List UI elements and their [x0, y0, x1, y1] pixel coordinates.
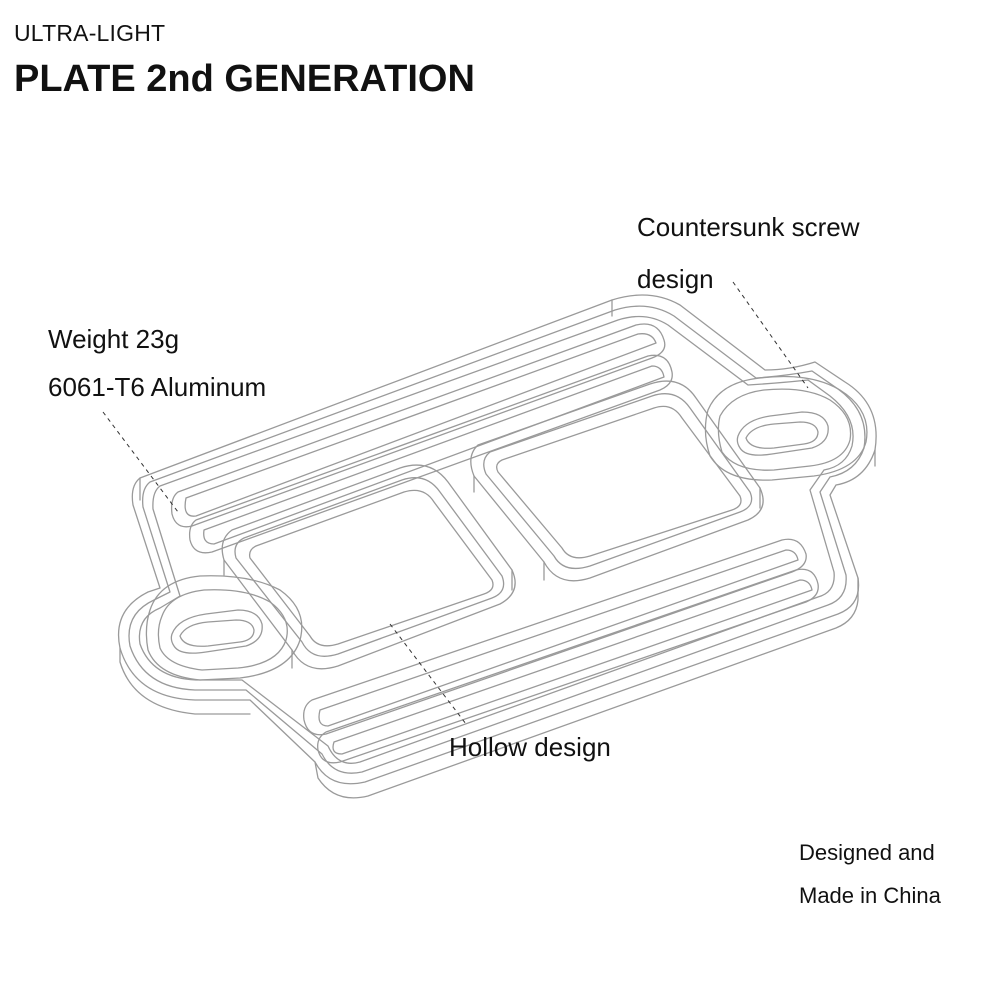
leader-countersunk	[732, 281, 809, 389]
right-hollow-pocket	[470, 380, 764, 582]
left-countersunk-slot	[145, 575, 303, 681]
callout-countersunk-line1: Countersunk screw	[637, 212, 860, 242]
footer-line2: Made in China	[799, 883, 941, 908]
footer-line1: Designed and	[799, 840, 935, 865]
plate-outline	[117, 294, 877, 785]
plate-thickness-edges	[119, 299, 876, 799]
callout-material: 6061-T6 Aluminum	[48, 372, 267, 402]
product-subtitle: ULTRA-LIGHT	[14, 20, 166, 46]
product-title: PLATE 2nd GENERATION	[14, 58, 475, 100]
top-grooves	[170, 323, 673, 554]
right-countersunk-slot	[704, 375, 868, 481]
leader-hollow	[389, 623, 467, 725]
callout-countersunk-line2: design	[637, 264, 714, 294]
left-hollow-pocket	[221, 464, 516, 670]
callout-hollow: Hollow design	[449, 732, 611, 762]
leader-weight	[102, 411, 179, 513]
bottom-grooves	[303, 538, 819, 764]
callout-weight: Weight 23g	[48, 324, 180, 354]
